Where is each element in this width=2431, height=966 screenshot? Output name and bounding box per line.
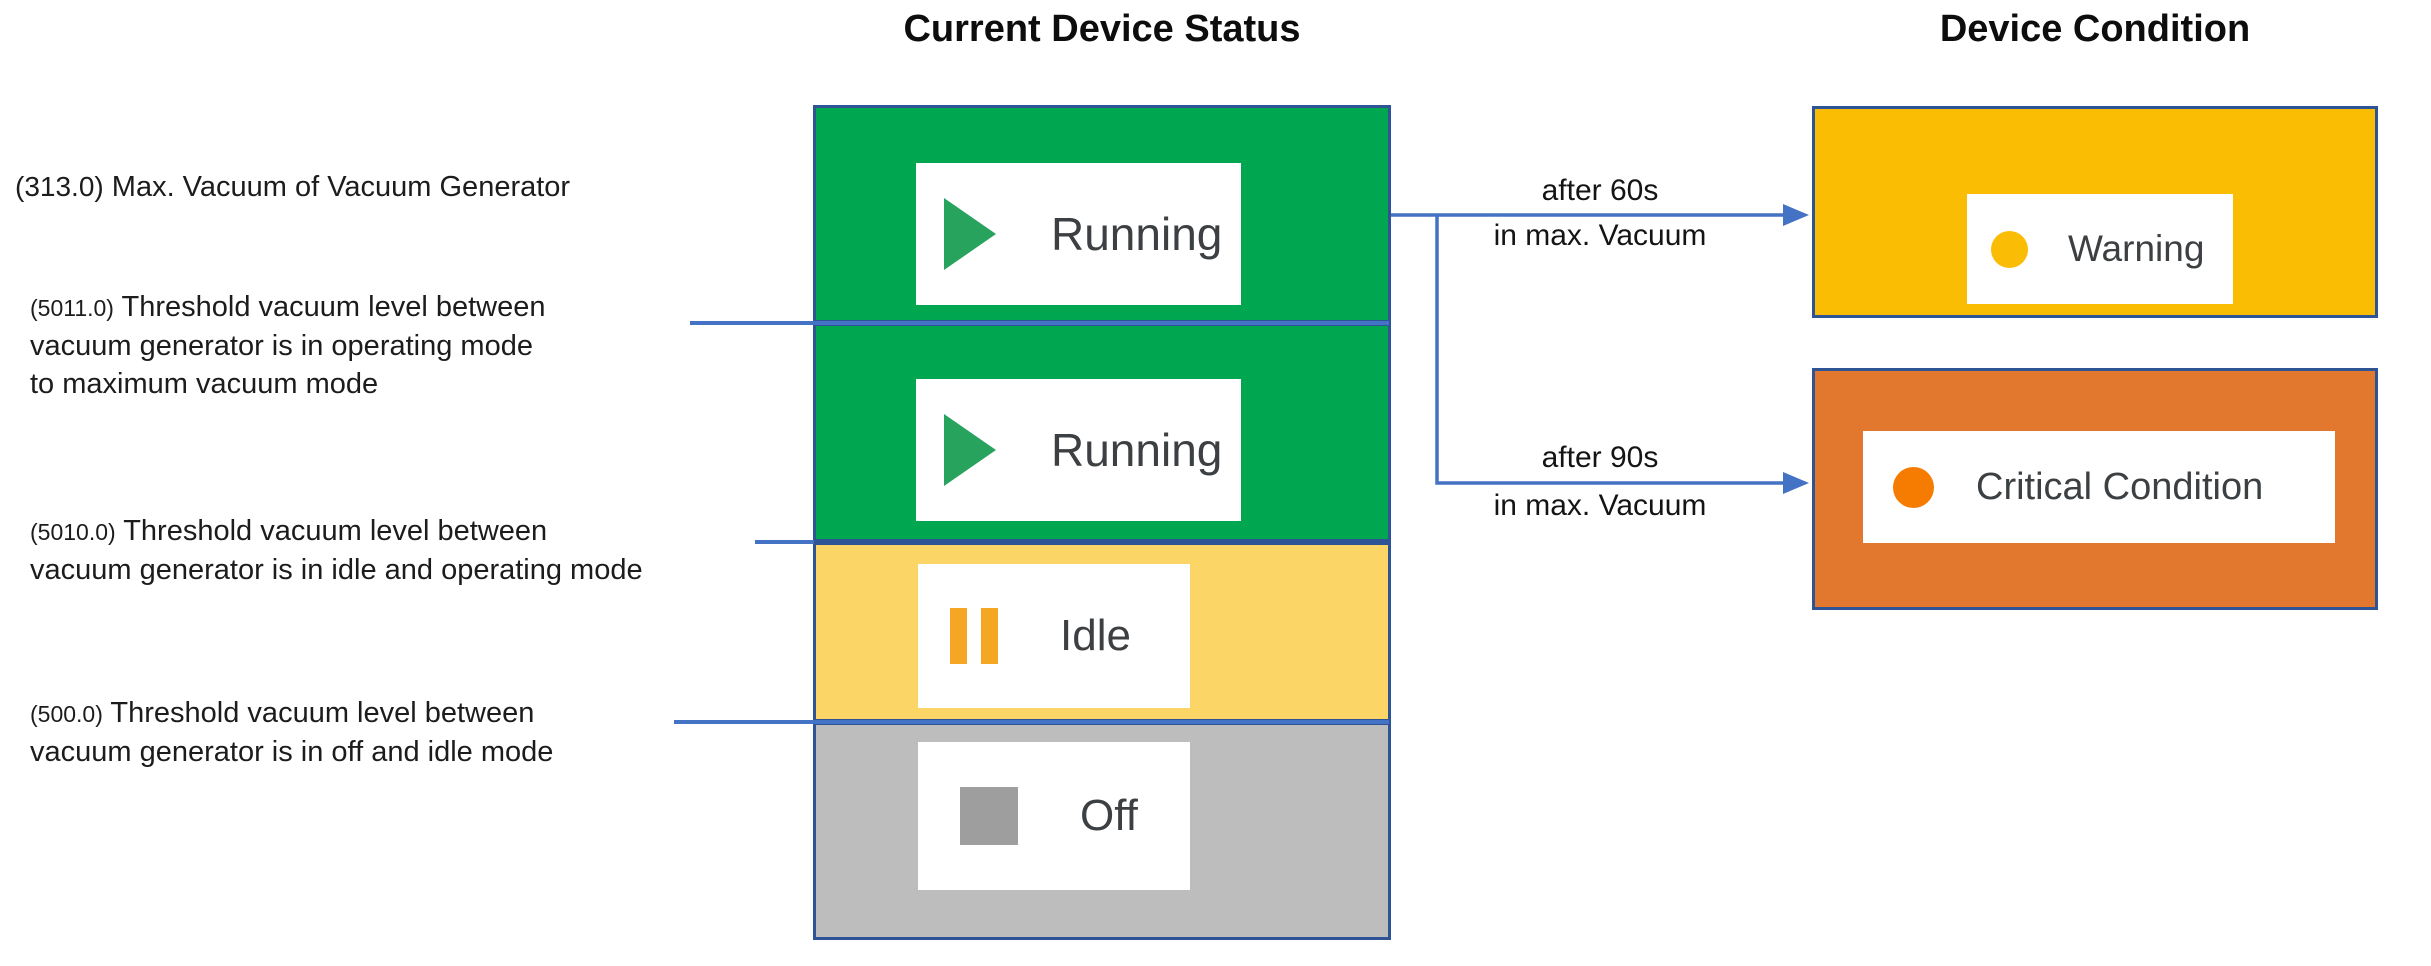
threshold-value: (5011.0) — [30, 295, 114, 321]
threshold-text: Threshold vacuum level between vacuum ge… — [30, 515, 643, 586]
current-device-status-title: Current Device Status — [903, 8, 1301, 50]
status-box-idle: Idle — [813, 542, 1391, 722]
stop-icon — [960, 787, 1018, 845]
idle-badge: Idle — [918, 564, 1190, 708]
off-badge: Off — [918, 742, 1190, 890]
running-badge: Running — [916, 379, 1241, 521]
threshold-text: Max. Vacuum of Vacuum Generator — [111, 171, 571, 203]
status-label: Running — [1051, 424, 1223, 476]
status-box-off: Off — [813, 722, 1391, 940]
pause-icon — [950, 608, 998, 664]
condition-label: Critical Condition — [1976, 465, 2264, 508]
critical-badge: Critical Condition — [1863, 431, 2335, 543]
status-label: Idle — [1060, 611, 1131, 660]
status-box-running-max: Running — [813, 105, 1391, 323]
status-label: Running — [1051, 208, 1223, 260]
threshold-value: (5010.0) — [30, 519, 116, 545]
transition-60s-label: after 60s — [1541, 174, 1659, 207]
threshold-text: Threshold vacuum level between vacuum ge… — [30, 697, 554, 768]
threshold-idle-to-operating: (5010.0) Threshold vacuum level between … — [30, 512, 750, 589]
critical-dot-icon — [1893, 466, 1934, 508]
running-badge: Running — [916, 163, 1241, 305]
threshold-off-to-idle: (500.0) Threshold vacuum level between v… — [30, 694, 730, 771]
transition-60s-sublabel: in max. Vacuum — [1493, 219, 1707, 252]
warning-badge: Warning — [1967, 194, 2233, 304]
threshold-operating-to-max: (5011.0) Threshold vacuum level between … — [30, 288, 730, 403]
warning-dot-icon — [1991, 230, 2028, 268]
condition-label: Warning — [2068, 228, 2205, 269]
threshold-max-vacuum: (313.0) Max. Vacuum of Vacuum Generator — [15, 168, 715, 206]
condition-box-warning: Warning — [1812, 106, 2378, 318]
transition-90s-sublabel: in max. Vacuum — [1493, 489, 1707, 522]
status-label: Off — [1080, 791, 1138, 840]
device-condition-title: Device Condition — [1939, 8, 2251, 50]
threshold-text: Threshold vacuum level between vacuum ge… — [30, 291, 546, 400]
play-icon — [944, 414, 996, 486]
play-icon — [944, 198, 996, 270]
threshold-value: (500.0) — [30, 701, 103, 727]
status-box-running-operating: Running — [813, 323, 1391, 542]
transition-90s-label: after 90s — [1541, 441, 1659, 474]
threshold-value: (313.0) — [15, 171, 104, 202]
condition-box-critical: Critical Condition — [1812, 368, 2378, 610]
